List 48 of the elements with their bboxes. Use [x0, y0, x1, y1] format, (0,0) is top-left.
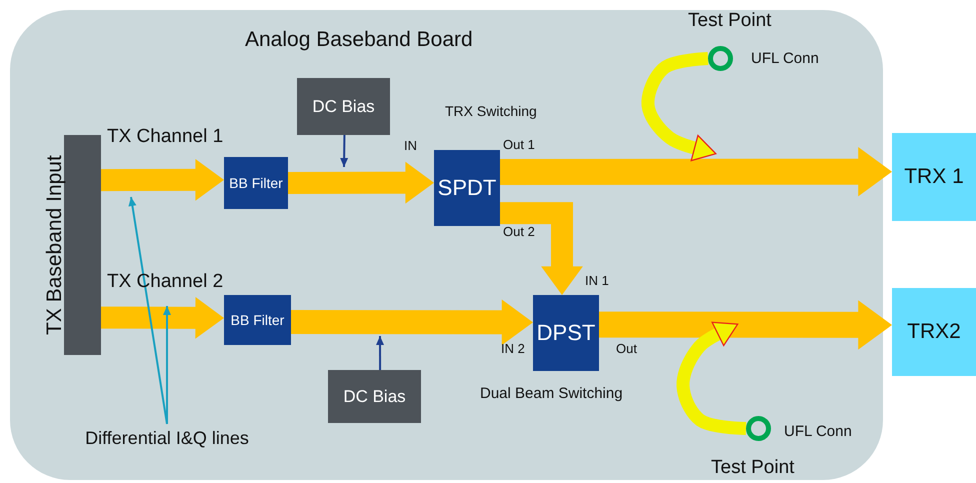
bias-block	[297, 78, 390, 135]
connector-ring	[746, 416, 771, 441]
block-label: BB Filter	[229, 174, 283, 192]
filter-block	[224, 157, 288, 209]
annotation-label: Out	[616, 341, 637, 356]
signal-arrow	[500, 147, 892, 196]
signal-arrow	[101, 159, 224, 201]
port-block	[892, 133, 976, 221]
annotation-label: UFL Conn	[751, 50, 819, 67]
annotation-label: Test Point	[688, 10, 772, 32]
switch-block	[533, 295, 599, 371]
annotation-label: IN 2	[501, 341, 525, 356]
filter-block	[224, 295, 291, 345]
leader-line	[128, 196, 168, 424]
port-block	[892, 288, 976, 376]
block-label: BB Filter	[230, 312, 284, 328]
annotation-label: Out 2	[503, 224, 535, 239]
input-label: TX Baseband Input	[42, 154, 66, 337]
port-label: TRX2	[907, 320, 961, 344]
annotation-label: UFL Conn	[784, 423, 852, 440]
signal-arrow	[599, 300, 892, 350]
annotation-label: IN	[404, 138, 417, 153]
block-label: DPST	[536, 320, 596, 346]
annotation-label: TX Channel 1	[107, 126, 224, 148]
block-label: DC Bias	[343, 386, 406, 406]
curved-arrow	[641, 52, 716, 162]
block-label: SPDT	[438, 175, 496, 201]
signal-arrow	[288, 162, 434, 204]
bias-block	[328, 370, 421, 423]
leader-line	[163, 306, 171, 424]
block-label: DC Bias	[312, 96, 375, 116]
arrow	[376, 336, 384, 370]
annotation-label: Test Point	[711, 457, 794, 479]
switch-block	[434, 150, 500, 226]
annotation-label: IN 1	[585, 273, 609, 288]
board-title: Analog Baseband Board	[245, 28, 473, 52]
signal-arrow	[101, 297, 224, 339]
curved-arrow	[676, 322, 749, 435]
port-label: TRX 1	[904, 164, 964, 190]
annotation-text: Differential I&Q lines	[85, 428, 249, 448]
annotation-label: TRX Switching	[445, 103, 537, 119]
connector-ring	[708, 46, 733, 71]
arrow	[340, 134, 348, 168]
signal-arrow	[291, 300, 533, 346]
annotation-label: Dual Beam Switching	[480, 385, 623, 402]
annotation-label: Out 1	[503, 137, 535, 152]
board-panel	[10, 10, 883, 480]
signal-arrow	[500, 202, 583, 295]
